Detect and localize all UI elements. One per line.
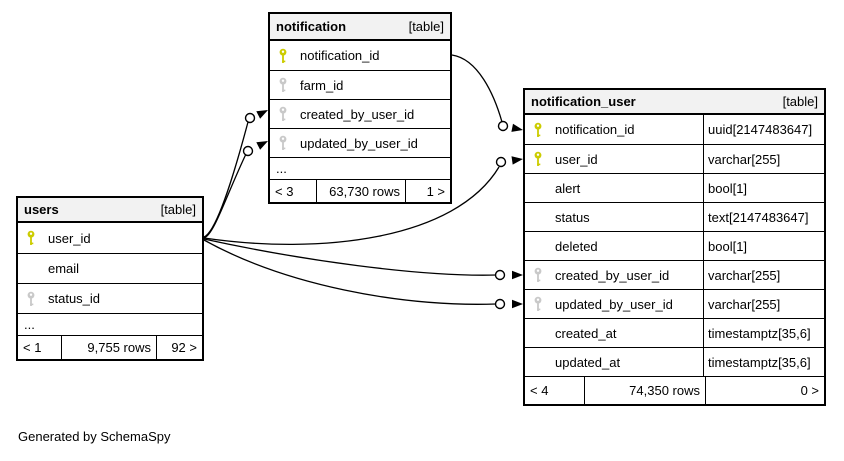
generated-by-note: Generated by SchemaSpy — [18, 429, 171, 444]
more-columns-ellipsis: ... — [270, 157, 450, 179]
column-name: notification_id — [555, 122, 635, 137]
column-type: bool[1] — [703, 174, 824, 202]
column-row: user_id — [18, 223, 202, 253]
column-row: email — [18, 253, 202, 283]
column-name: email — [48, 261, 80, 276]
relationship-line-users-notification-updated-by — [203, 153, 247, 239]
column-type: text[2147483647] — [703, 203, 824, 231]
column-row: updated_by_user_id varchar[255] — [525, 289, 824, 318]
column-type: bool[1] — [703, 232, 824, 260]
column-type: varchar[255] — [703, 145, 824, 173]
column-name: user_id — [48, 230, 91, 246]
column-name: alert — [555, 180, 581, 196]
connector-circle — [497, 120, 509, 132]
pager-prev: < 3 — [270, 180, 317, 202]
connector-circle — [494, 298, 506, 310]
column-row: notification_id uuid[2147483647] — [525, 115, 824, 144]
connector-circle — [244, 112, 256, 124]
column-name: status — [555, 209, 590, 225]
foreign-key-icon — [18, 291, 48, 307]
pager-prev: < 1 — [18, 336, 62, 359]
connector-arrow — [256, 110, 268, 119]
more-columns-ellipsis: ... — [18, 313, 202, 335]
column-row: updated_at timestamptz[35,6] — [525, 347, 824, 376]
table-name: notification — [276, 19, 347, 34]
table-footer: < 1 9,755 rows 92 > — [18, 335, 202, 359]
connector-arrow — [512, 299, 523, 309]
foreign-key-icon — [270, 77, 300, 93]
foreign-key-icon — [525, 296, 555, 312]
pager-next: 1 > — [405, 180, 450, 202]
column-row: farm_id — [270, 70, 450, 99]
connector-arrow — [511, 156, 523, 165]
column-row: status text[2147483647] — [525, 202, 824, 231]
column-row: deleted bool[1] — [525, 231, 824, 260]
relationship-line-users-notification-created-by — [203, 121, 249, 238]
column-row: created_by_user_id — [270, 99, 450, 128]
foreign-key-icon — [270, 106, 300, 122]
connector-arrow — [511, 123, 523, 132]
column-name: farm_id — [300, 77, 344, 93]
pager-prev: < 4 — [525, 377, 585, 404]
table-name: users — [24, 202, 59, 217]
foreign-key-icon — [525, 267, 555, 283]
column-name: created_at — [555, 325, 617, 341]
pager-next: 0 > — [800, 383, 819, 398]
table-tag: [table] — [782, 94, 818, 109]
table-notification-header[interactable]: notification [table] — [270, 14, 450, 41]
connector-circle — [495, 156, 507, 168]
column-row: created_at timestamptz[35,6] — [525, 318, 824, 347]
column-name: created_by_user_id — [555, 267, 670, 283]
column-name: created_by_user_id — [300, 106, 415, 122]
column-type: varchar[255] — [703, 261, 824, 289]
table-notification-user[interactable]: notification_user [table] notification_i… — [523, 88, 826, 406]
column-row: status_id — [18, 283, 202, 313]
column-name: status_id — [48, 291, 101, 306]
column-row: notification_id — [270, 41, 450, 70]
connector-circle — [494, 269, 506, 281]
column-type: timestamptz[35,6] — [703, 319, 824, 347]
column-type: timestamptz[35,6] — [703, 348, 824, 376]
table-tag: [table] — [160, 202, 196, 217]
primary-key-icon — [270, 48, 300, 64]
table-tag: [table] — [408, 19, 444, 34]
column-row: alert bool[1] — [525, 173, 824, 202]
foreign-key-icon — [270, 135, 300, 151]
row-count: 74,350 rows — [585, 377, 706, 404]
connector-circle — [242, 145, 254, 157]
row-count: 9,755 rows — [87, 340, 151, 355]
primary-key-icon — [525, 151, 555, 167]
column-type: uuid[2147483647] — [703, 115, 824, 144]
table-users-header[interactable]: users [table] — [18, 198, 202, 223]
connector-arrow — [256, 141, 268, 150]
primary-key-icon — [525, 122, 555, 138]
table-footer: < 3 63,730 rows 1 > — [270, 179, 450, 202]
table-notification[interactable]: notification [table] notification_id far… — [268, 12, 452, 204]
column-row: created_by_user_id varchar[255] — [525, 260, 824, 289]
relationship-line-users-notification-user-created-by — [203, 238, 497, 276]
primary-key-icon — [18, 230, 48, 246]
column-name: notification_id — [300, 48, 380, 63]
relationship-line-users-notification-user-updated-by — [203, 239, 497, 305]
table-users[interactable]: users [table] user_id email status_id ..… — [16, 196, 204, 361]
column-row: user_id varchar[255] — [525, 144, 824, 173]
column-type: varchar[255] — [703, 290, 824, 318]
column-name: deleted — [555, 238, 598, 254]
column-name: updated_by_user_id — [300, 135, 418, 151]
row-count: 63,730 rows — [329, 183, 400, 199]
relationship-line-notification-notification-user — [451, 54, 503, 123]
table-name: notification_user — [531, 94, 636, 109]
table-footer: < 4 74,350 rows 0 > — [525, 376, 824, 404]
pager-next: 92 > — [156, 336, 202, 359]
column-name: user_id — [555, 151, 598, 167]
column-name: updated_by_user_id — [555, 296, 673, 312]
connector-arrow — [512, 270, 523, 280]
column-row: updated_by_user_id — [270, 128, 450, 157]
column-name: updated_at — [555, 354, 621, 370]
table-notification-user-header[interactable]: notification_user [table] — [525, 90, 824, 115]
